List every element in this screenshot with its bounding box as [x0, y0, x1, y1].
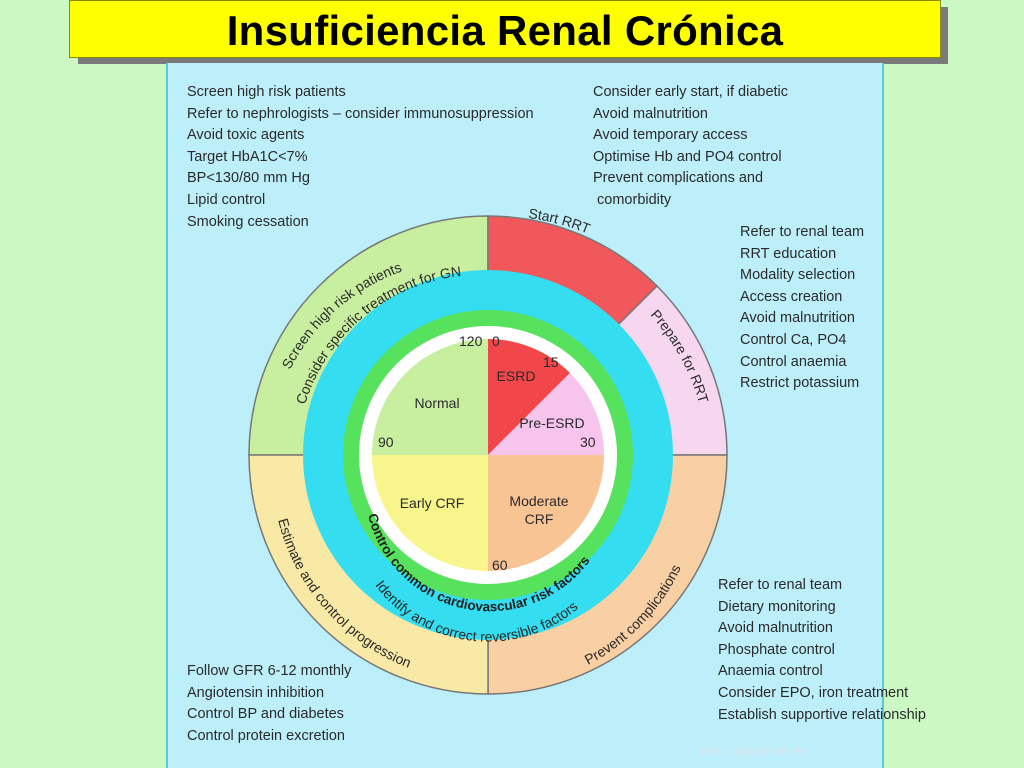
citation: BMJ 2002;325:85-90	[700, 744, 807, 758]
text-line: Smoking cessation	[187, 213, 309, 230]
stage-crf-label: CRF	[525, 511, 554, 527]
text-line: Restrict potassium	[740, 375, 860, 392]
text-line: Follow GFR 6-12 monthly	[187, 663, 352, 679]
stage-early-crf-label: Early CRF	[400, 495, 465, 511]
text-line: Avoid malnutrition	[740, 310, 855, 327]
text-line: comorbidity	[593, 191, 672, 208]
text-line: Anaemia control	[718, 663, 823, 680]
page-title: Insuficiencia Renal Crónica	[226, 7, 784, 54]
gfr-value-30: 30	[580, 434, 596, 450]
text-line: Access creation	[740, 288, 843, 305]
text-line: Dietary monitoring	[718, 598, 836, 615]
text-line: Establish supportive relationship	[718, 706, 926, 723]
text-line: Target HbA1C<7%	[187, 148, 308, 165]
text-line: Control protein excretion	[187, 727, 345, 744]
text-line: Phosphate control	[718, 641, 835, 658]
text-line: Avoid temporary access	[593, 127, 748, 144]
text-line: Refer to renal team	[740, 224, 865, 240]
sector-pre-esrd	[488, 373, 604, 455]
text-line: Avoid malnutrition	[718, 620, 833, 637]
title-box: Insuficiencia Renal Crónica	[69, 0, 941, 58]
stage-esrd-label: ESRD	[497, 368, 536, 384]
text-line: Prevent complications and	[593, 170, 764, 187]
text-line: Control Ca, PO4	[740, 331, 847, 348]
text-line: Avoid malnutrition	[593, 105, 708, 122]
sector-esrd	[488, 339, 570, 455]
text-line: Control anaemia	[740, 353, 847, 370]
stage-moderate-label: Moderate	[509, 493, 568, 509]
text-line: Optimise Hb and PO4 control	[593, 148, 782, 165]
text-line: Control BP and diabetes	[187, 706, 344, 723]
text-line: Refer to nephrologists – consider immuno…	[187, 105, 534, 122]
text-line: Avoid toxic agents	[187, 127, 305, 144]
gfr-value-15: 15	[543, 354, 559, 370]
gfr-value-90: 90	[378, 434, 394, 450]
text-line: BP<130/80 mm Hg	[187, 170, 310, 187]
sector-normal	[372, 339, 488, 455]
gfr-value-0: 0	[492, 333, 500, 349]
sector-early-crf	[372, 455, 488, 571]
stage-pre-esrd-label: Pre-ESRD	[519, 415, 584, 431]
sector-moderate-crf	[488, 455, 604, 571]
gfr-value-60: 60	[492, 557, 508, 573]
text-line: Consider EPO, iron treatment	[718, 684, 909, 701]
gfr-value-120: 120	[459, 333, 483, 349]
text-line: Angiotensin inhibition	[187, 684, 325, 701]
text-line: Refer to renal team	[718, 577, 843, 593]
text-line: Lipid control	[187, 191, 266, 208]
text-line: Consider early start, if diabetic	[593, 84, 789, 100]
text-line: RRT education	[740, 245, 837, 262]
text-line: Screen high risk patients	[187, 84, 346, 100]
text-line: Modality selection	[740, 267, 856, 284]
stage-normal-label: Normal	[414, 395, 459, 411]
